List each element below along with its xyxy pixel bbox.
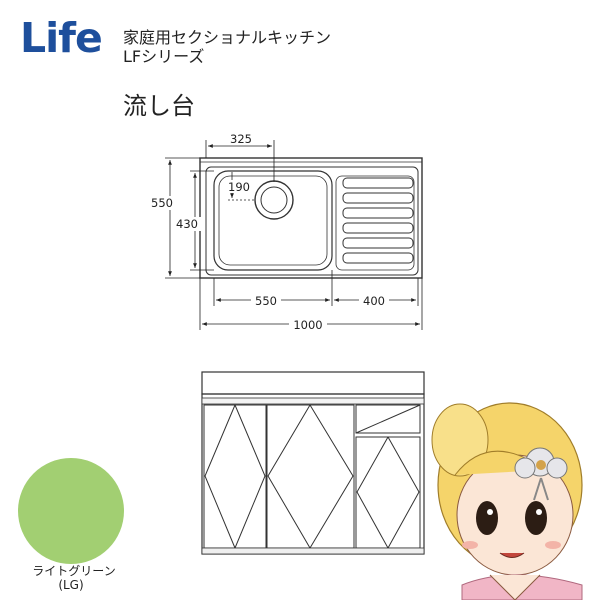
- dim-drain-offset: 190: [228, 180, 250, 194]
- page-title: 流し台: [123, 92, 195, 120]
- door-center: [266, 404, 355, 549]
- dim-bowl-center: 325: [230, 132, 252, 146]
- dim-bowl-width: 550: [255, 294, 277, 308]
- dim-total-width: 1000: [293, 318, 322, 332]
- color-swatch: [18, 458, 124, 564]
- subtitle-line-1: 家庭用セクショナルキッチン: [123, 28, 332, 47]
- dim-total-depth: 550: [151, 196, 173, 210]
- drainboard: [335, 175, 415, 271]
- life-logo: Life: [20, 14, 103, 62]
- dimension-labels: 325 190 550 430 550 400 1000: [149, 132, 389, 332]
- mascot-illustration: [431, 402, 583, 600]
- dim-drainboard-width: 400: [363, 294, 385, 308]
- countertop: [201, 371, 425, 395]
- color-code: (LG): [58, 578, 84, 592]
- subtitle-line-2: LFシリーズ: [123, 47, 205, 66]
- drawer: [355, 404, 421, 434]
- sink-plan-view: [199, 157, 423, 279]
- product-series: 家庭用セクショナルキッチン LFシリーズ: [123, 28, 331, 66]
- dim-bowl-depth: 430: [176, 217, 198, 231]
- color-name: ライトグリーン: [32, 564, 116, 578]
- cabinet-front-view: [201, 371, 425, 555]
- sink-bowl: [213, 170, 333, 271]
- door-right: [355, 436, 421, 549]
- door-left: [203, 404, 267, 549]
